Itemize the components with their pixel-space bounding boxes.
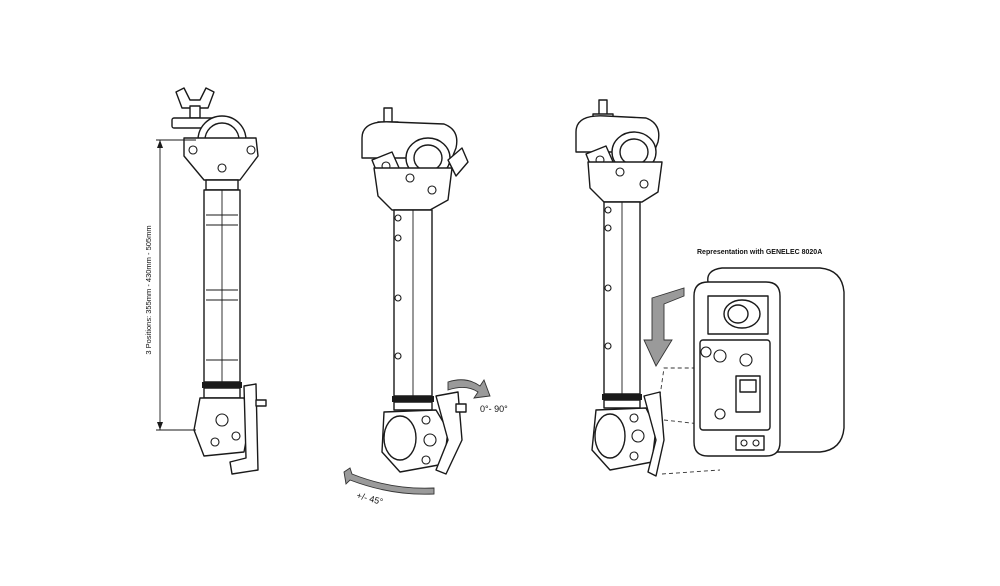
speaker-caption: Representation with GENELEC 8020A [697, 249, 822, 256]
rotation-label-swivel: +/- 45° [355, 490, 384, 507]
dimension-label: 3 Positions: 355mm - 430mm - 505mm [144, 225, 153, 354]
mount-side-view: 3 Positions: 355mm - 430mm - 505mm [144, 87, 267, 475]
mount-rotation-view: 0°- 90° +/- 45° [343, 107, 508, 507]
rotation-label-tilt: 0°- 90° [480, 404, 508, 414]
mount-with-speaker-view: Representation with GENELEC 8020A [575, 99, 845, 477]
